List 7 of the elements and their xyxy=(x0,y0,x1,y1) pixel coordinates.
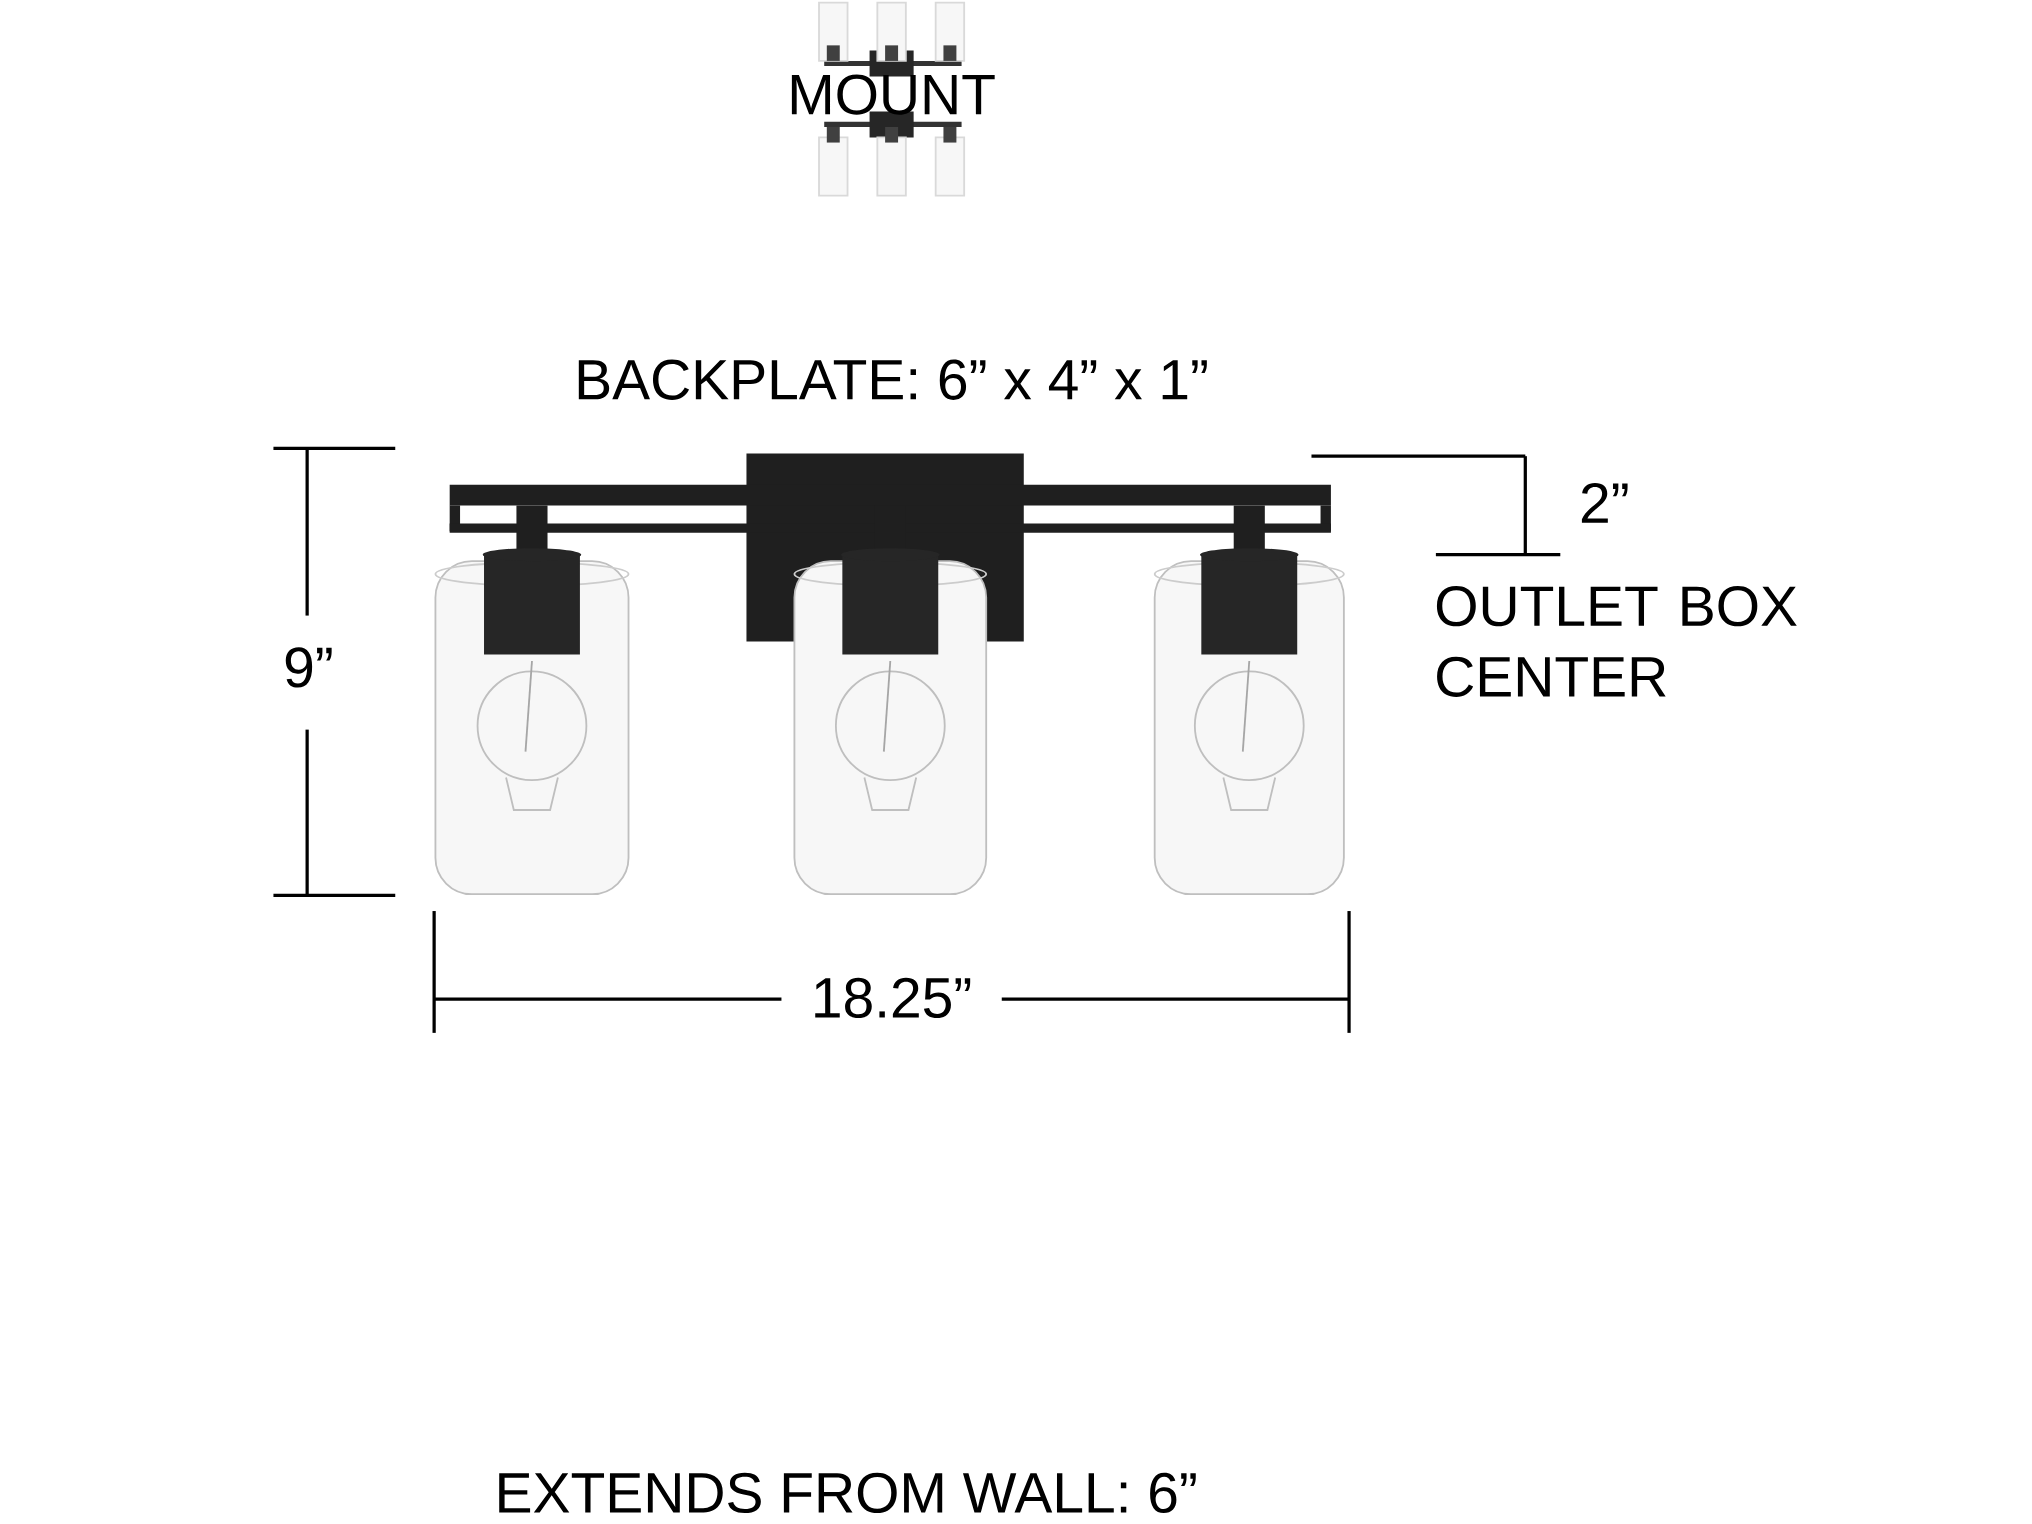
dimension-label: OUTLET BOX CENTER xyxy=(1436,586,1797,697)
dimension-label: EXTENDS FROM WALL: 6” xyxy=(499,1472,1196,1514)
dimension-label: BACKPLATE: 6” x 4” x 1” xyxy=(578,359,1207,400)
dimension-label: 2” xyxy=(1581,483,1628,523)
dimension-label: 18.25” xyxy=(815,977,971,1019)
mount-label: MOUNT xyxy=(791,74,995,115)
dimension-label: 9” xyxy=(285,647,332,688)
